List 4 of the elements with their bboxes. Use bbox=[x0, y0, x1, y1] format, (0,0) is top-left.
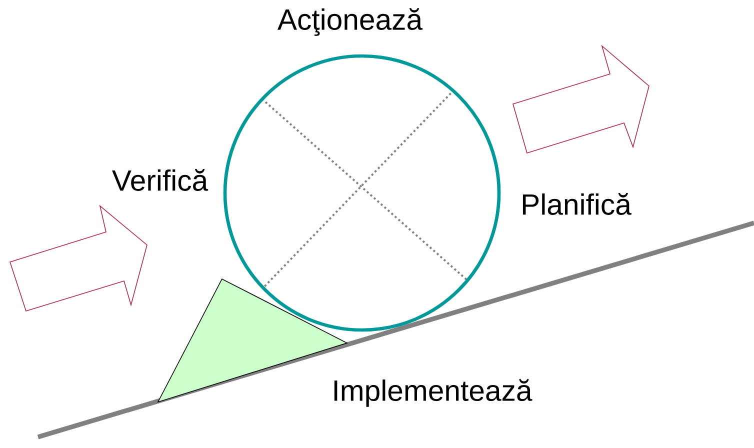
stage-label: Implementează bbox=[334, 379, 532, 407]
stage-label: Verifică bbox=[112, 169, 208, 191]
stage-label: Planifică bbox=[522, 193, 632, 215]
stage-label: Acţionează bbox=[278, 8, 423, 36]
